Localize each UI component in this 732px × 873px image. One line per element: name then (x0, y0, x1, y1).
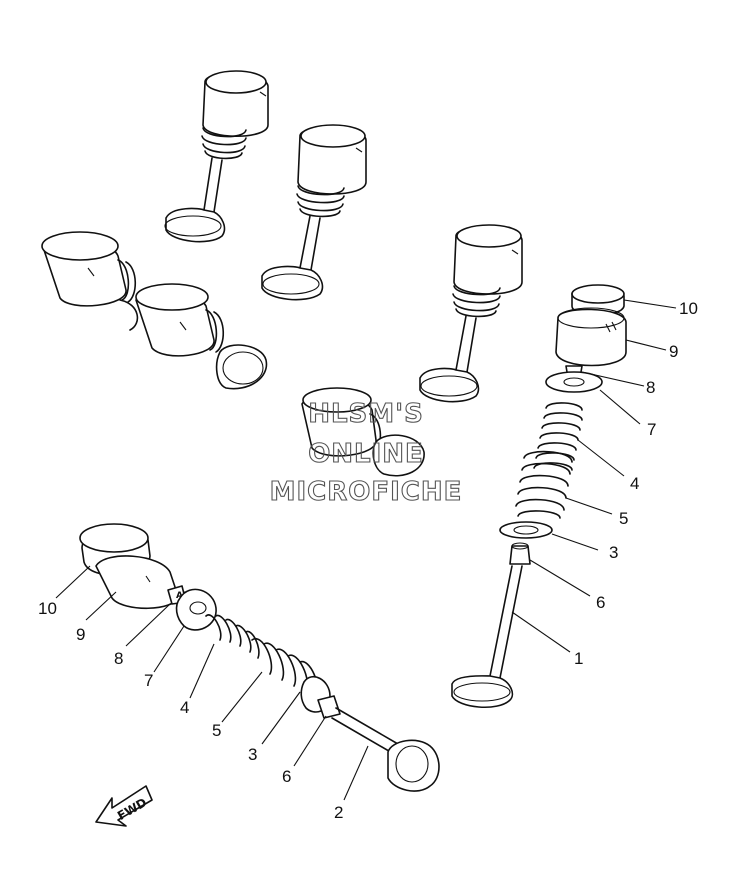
spring-seat-3-right (499, 521, 553, 539)
callout-8-left: 8 (114, 649, 123, 668)
callout-9-left: 9 (76, 625, 85, 644)
valve-1-right (451, 565, 523, 709)
watermark-line-1: HLSM'S (308, 399, 424, 429)
inner-spring-4-left (205, 614, 260, 659)
callout-7-right: 7 (647, 420, 656, 439)
lifter-9-right (555, 307, 627, 367)
retainer-7-right (545, 371, 603, 393)
callout-3-left: 3 (248, 745, 257, 764)
exploded-assembly-left: AE (79, 523, 440, 792)
watermark-line-2: ONLINE (308, 439, 424, 469)
callout-8-right: 8 (646, 378, 655, 397)
inner-spring-4-right (533, 402, 583, 471)
callout-5-right: 5 (619, 509, 628, 528)
watermark: HLSM'S ONLINE MICROFICHE (269, 398, 463, 507)
shim-10-right (571, 284, 625, 316)
callout-9-right: 9 (669, 342, 678, 361)
lifter-9-left (95, 555, 179, 610)
valve-assembly-left-pair (41, 231, 268, 390)
watermark-line-3: MICROFICHE (270, 477, 463, 507)
callout-4-left: 4 (180, 698, 189, 717)
callouts-left: 10 9 8 7 4 5 3 6 2 (38, 599, 343, 822)
valve-assembly-upper-2 (261, 124, 367, 301)
valve-assembly-upper-1 (164, 70, 269, 243)
retainer-7-left (175, 588, 217, 631)
callout-4-right: 4 (630, 474, 639, 493)
callout-10-left: 10 (38, 599, 57, 618)
callout-6-left: 6 (282, 767, 291, 786)
callout-2-left: 2 (334, 803, 343, 822)
callout-1-right: 1 (574, 649, 583, 668)
outer-spring-5-right (515, 450, 573, 519)
callout-10-right: 10 (679, 299, 698, 318)
callout-5-left: 5 (212, 721, 221, 740)
stem-seal-6-right (509, 542, 531, 565)
valve-assembly-middle (419, 224, 523, 403)
exploded-assembly-right (451, 284, 627, 709)
forward-arrow-icon: FWD (95, 785, 153, 827)
stem-seal-6-left (317, 695, 341, 719)
callout-3-right: 3 (609, 543, 618, 562)
leader-lines (55, 299, 677, 801)
callout-6-right: 6 (596, 593, 605, 612)
valve-2-left (331, 707, 440, 792)
callout-7-left: 7 (144, 671, 153, 690)
callouts-right: 10 9 8 7 4 5 3 6 1 (574, 299, 698, 668)
valve-assembly-center (301, 387, 425, 477)
